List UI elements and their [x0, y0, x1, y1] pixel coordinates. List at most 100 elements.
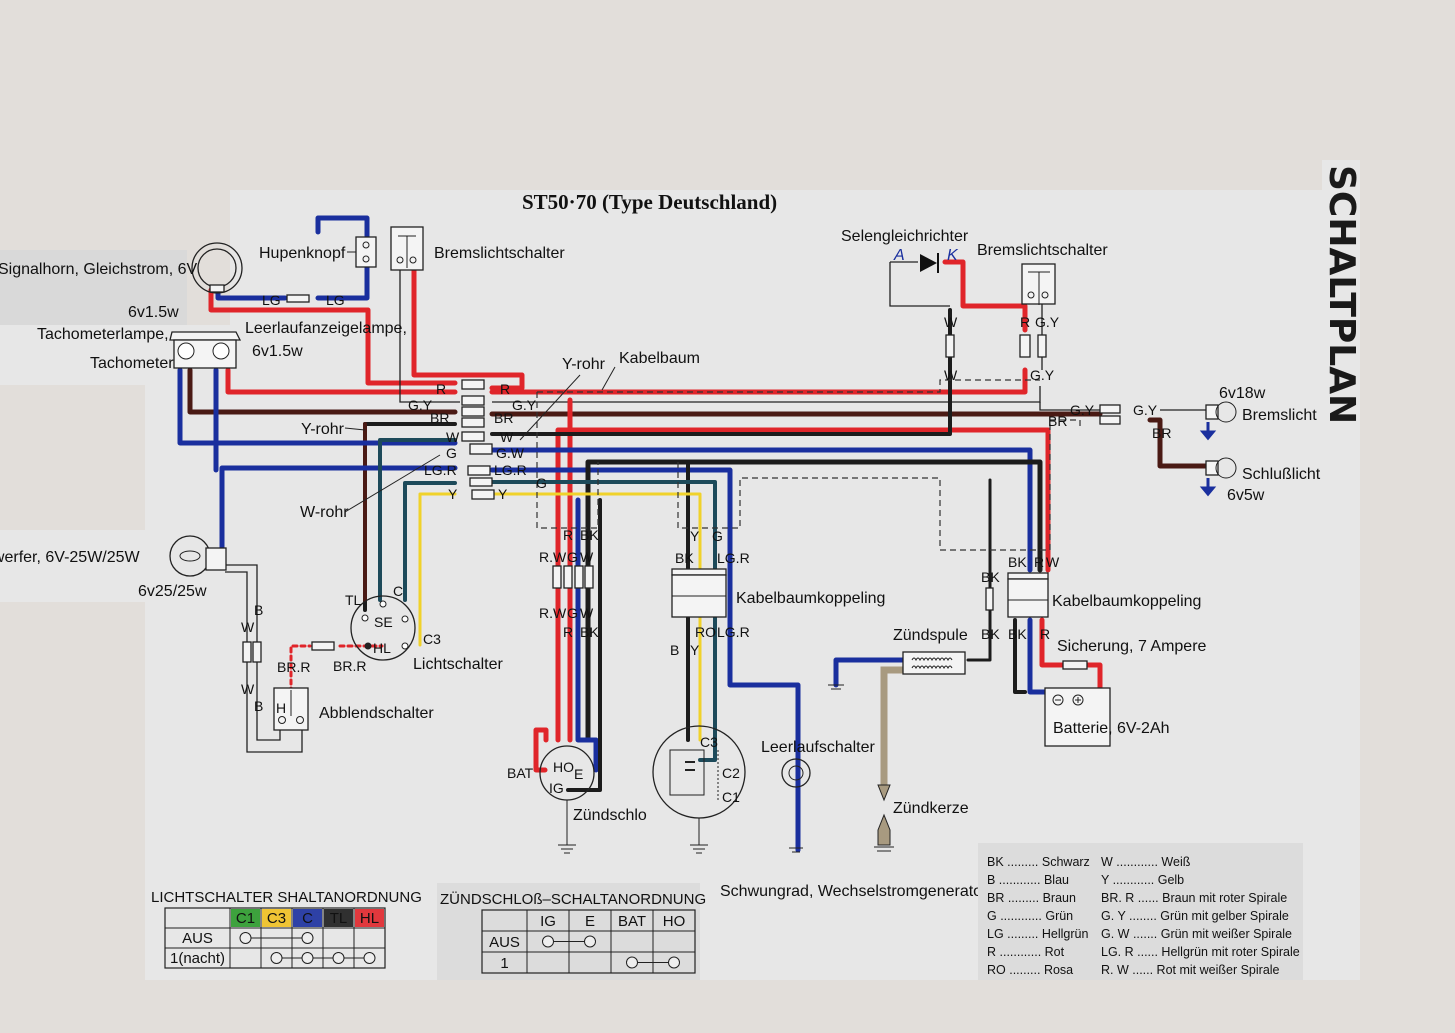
code-brr2: BR.R [333, 658, 366, 674]
code-br-left: BR [430, 410, 449, 426]
leerlaufanzeigelampe-rating: 6v1.5w [252, 343, 303, 360]
wire-lgr-harness-left [219, 465, 458, 553]
schlusslicht-rating: 6v5w [1227, 487, 1265, 504]
wire-headlight-b [225, 564, 281, 741]
code-hl-w1: W [241, 619, 255, 635]
lichtschalter-table-connection-dot [363, 952, 376, 964]
abblendschalter-h: H [276, 700, 286, 716]
side-title-strip [1322, 160, 1360, 980]
code-ign-rw: R.W [539, 549, 567, 565]
legend-entry: G. W ....... Grün mit weißer Spirale [1101, 927, 1292, 941]
legend-entry: BR. R ...... Braun mit roter Spirale [1101, 891, 1287, 905]
code-ign-w2: W [580, 605, 594, 621]
generator-label: Schwungrad, Wechselstromgenerator [720, 883, 988, 900]
signalhorn-label: Signalhorn, Gleichstrom, 6V [0, 261, 198, 278]
code-hl-w2: W [241, 681, 255, 697]
code-rk-bk: BK [1008, 554, 1027, 570]
lichtschalter-table-header-cell: C1 [236, 910, 255, 927]
bremslichtschalter-rear [1019, 263, 1056, 358]
wire-blue-tacho [177, 367, 458, 446]
zuendspule [828, 651, 966, 690]
generator-c1: C1 [722, 789, 740, 805]
code-ign-bk: BK [580, 527, 599, 543]
wire-blue-harness [489, 447, 1033, 573]
legend-entry: B ............ Blau [987, 873, 1069, 887]
lichtschalter-table-header-color [324, 909, 353, 927]
lichtschalter-table-header-cell: HL [360, 910, 379, 927]
legend-entry: LG. R ...... Hellgrün mit roter Spirale [1101, 945, 1300, 959]
zuendschloss-table-connection-dot [584, 935, 596, 948]
wires [177, 215, 1213, 853]
code-y-left: Y [448, 486, 458, 502]
diode-cathode: K [947, 247, 959, 264]
leerlaufschalter-label: Leerlaufschalter [761, 739, 876, 756]
generator-c3: C3 [700, 734, 718, 750]
legend-entry: LG ......... Hellgrün [987, 927, 1088, 941]
diode-anode: A [893, 247, 905, 264]
legend-entry: RO ......... Rosa [987, 963, 1073, 977]
schlusslicht [1199, 457, 1237, 497]
rear-connector-br [1099, 415, 1121, 425]
signalhorn [191, 242, 243, 294]
lichtschalter-table-header-cell: C3 [267, 910, 286, 927]
harness-outlines [536, 379, 1081, 551]
code-bs-gy: G.Y [1035, 314, 1060, 330]
kabelbaumkoppeling-right-label: Kabelbaumkoppeling [1052, 593, 1201, 610]
code-ign-rw2: R.W [539, 605, 567, 621]
wire-red-tacho [225, 367, 458, 395]
wire-red-rectifier [942, 259, 1028, 333]
code-ign-w: W [580, 549, 594, 565]
lichtschalter-table-connection-dot [301, 932, 314, 944]
code-w-right: W [500, 429, 514, 445]
legend-entry: R ............ Rot [987, 945, 1065, 959]
code-br-right: BR [494, 410, 513, 426]
lichtschalter-table-connection-dot [239, 932, 252, 944]
code-ign-g2: G [567, 605, 578, 621]
leerlaufanzeigelampe-label: Leerlaufanzeigelampe, [245, 320, 407, 337]
code-mid-y2: Y [690, 642, 700, 658]
wire-black-rk [1013, 618, 1027, 694]
code-mid-y: Y [690, 528, 700, 544]
color-legend-panel [978, 843, 1303, 980]
brr-connector [311, 641, 335, 651]
zuendschloss-table-header-cell: BAT [618, 913, 646, 930]
y-rohr-top-label: Y-rohr [562, 356, 606, 373]
code-lgr-right: LG.R [494, 462, 527, 478]
code-mid-bk: BK [675, 550, 694, 566]
tachometer [169, 331, 242, 369]
lichtschalter [350, 595, 416, 661]
lichtschalter-table-header-cell: TL [330, 910, 348, 927]
lichtschalter-table-header-color [355, 909, 384, 927]
code-gy-right: G.Y [512, 397, 537, 413]
zuendschloss-bat: BAT [507, 765, 534, 781]
wire-brown-rear [1147, 417, 1213, 469]
y-rohr-left-label: Y-rohr [301, 421, 345, 438]
code-y-right: Y [498, 486, 508, 502]
wire-blue-horn-ground [315, 215, 370, 239]
code-rear-br: BR [1048, 413, 1067, 429]
code-rect-w2: W [944, 367, 958, 383]
code-bs-gy2: G.Y [1030, 367, 1055, 383]
code-rear-gy2: G.Y [1133, 402, 1158, 418]
lichtschalter-table-connection-dot [270, 952, 283, 964]
bremslicht [1199, 401, 1237, 441]
zuendschloss-table-title: ZÜNDSCHLOß–SCHALTANORDNUNG [440, 890, 706, 908]
zuendschloss-ho: HO [553, 759, 574, 775]
generator-c2: C2 [722, 765, 740, 781]
code-rect-w1: W [944, 314, 958, 330]
wire-yellow [418, 492, 702, 742]
code-gy-left: G.Y [408, 397, 433, 413]
zuendkerze-label: Zündkerze [893, 800, 969, 817]
code-bs-r: R [1020, 314, 1030, 330]
kabelbaum-label: Kabelbaum [619, 350, 700, 367]
lichtschalter-tl: TL [345, 592, 362, 608]
tachometer-label: Tachometer [90, 355, 174, 372]
kabelbaumkoppeling-mid [671, 568, 727, 618]
y-rohr-top-pointer [519, 374, 581, 441]
wire-headlight-w [225, 571, 303, 753]
selengleichrichter [920, 253, 939, 273]
y-rohr-left-pointer [344, 427, 366, 431]
w-rohr-label: W-rohr [300, 504, 349, 521]
hupenknopf [347, 236, 377, 268]
abblendschalter [273, 687, 309, 731]
